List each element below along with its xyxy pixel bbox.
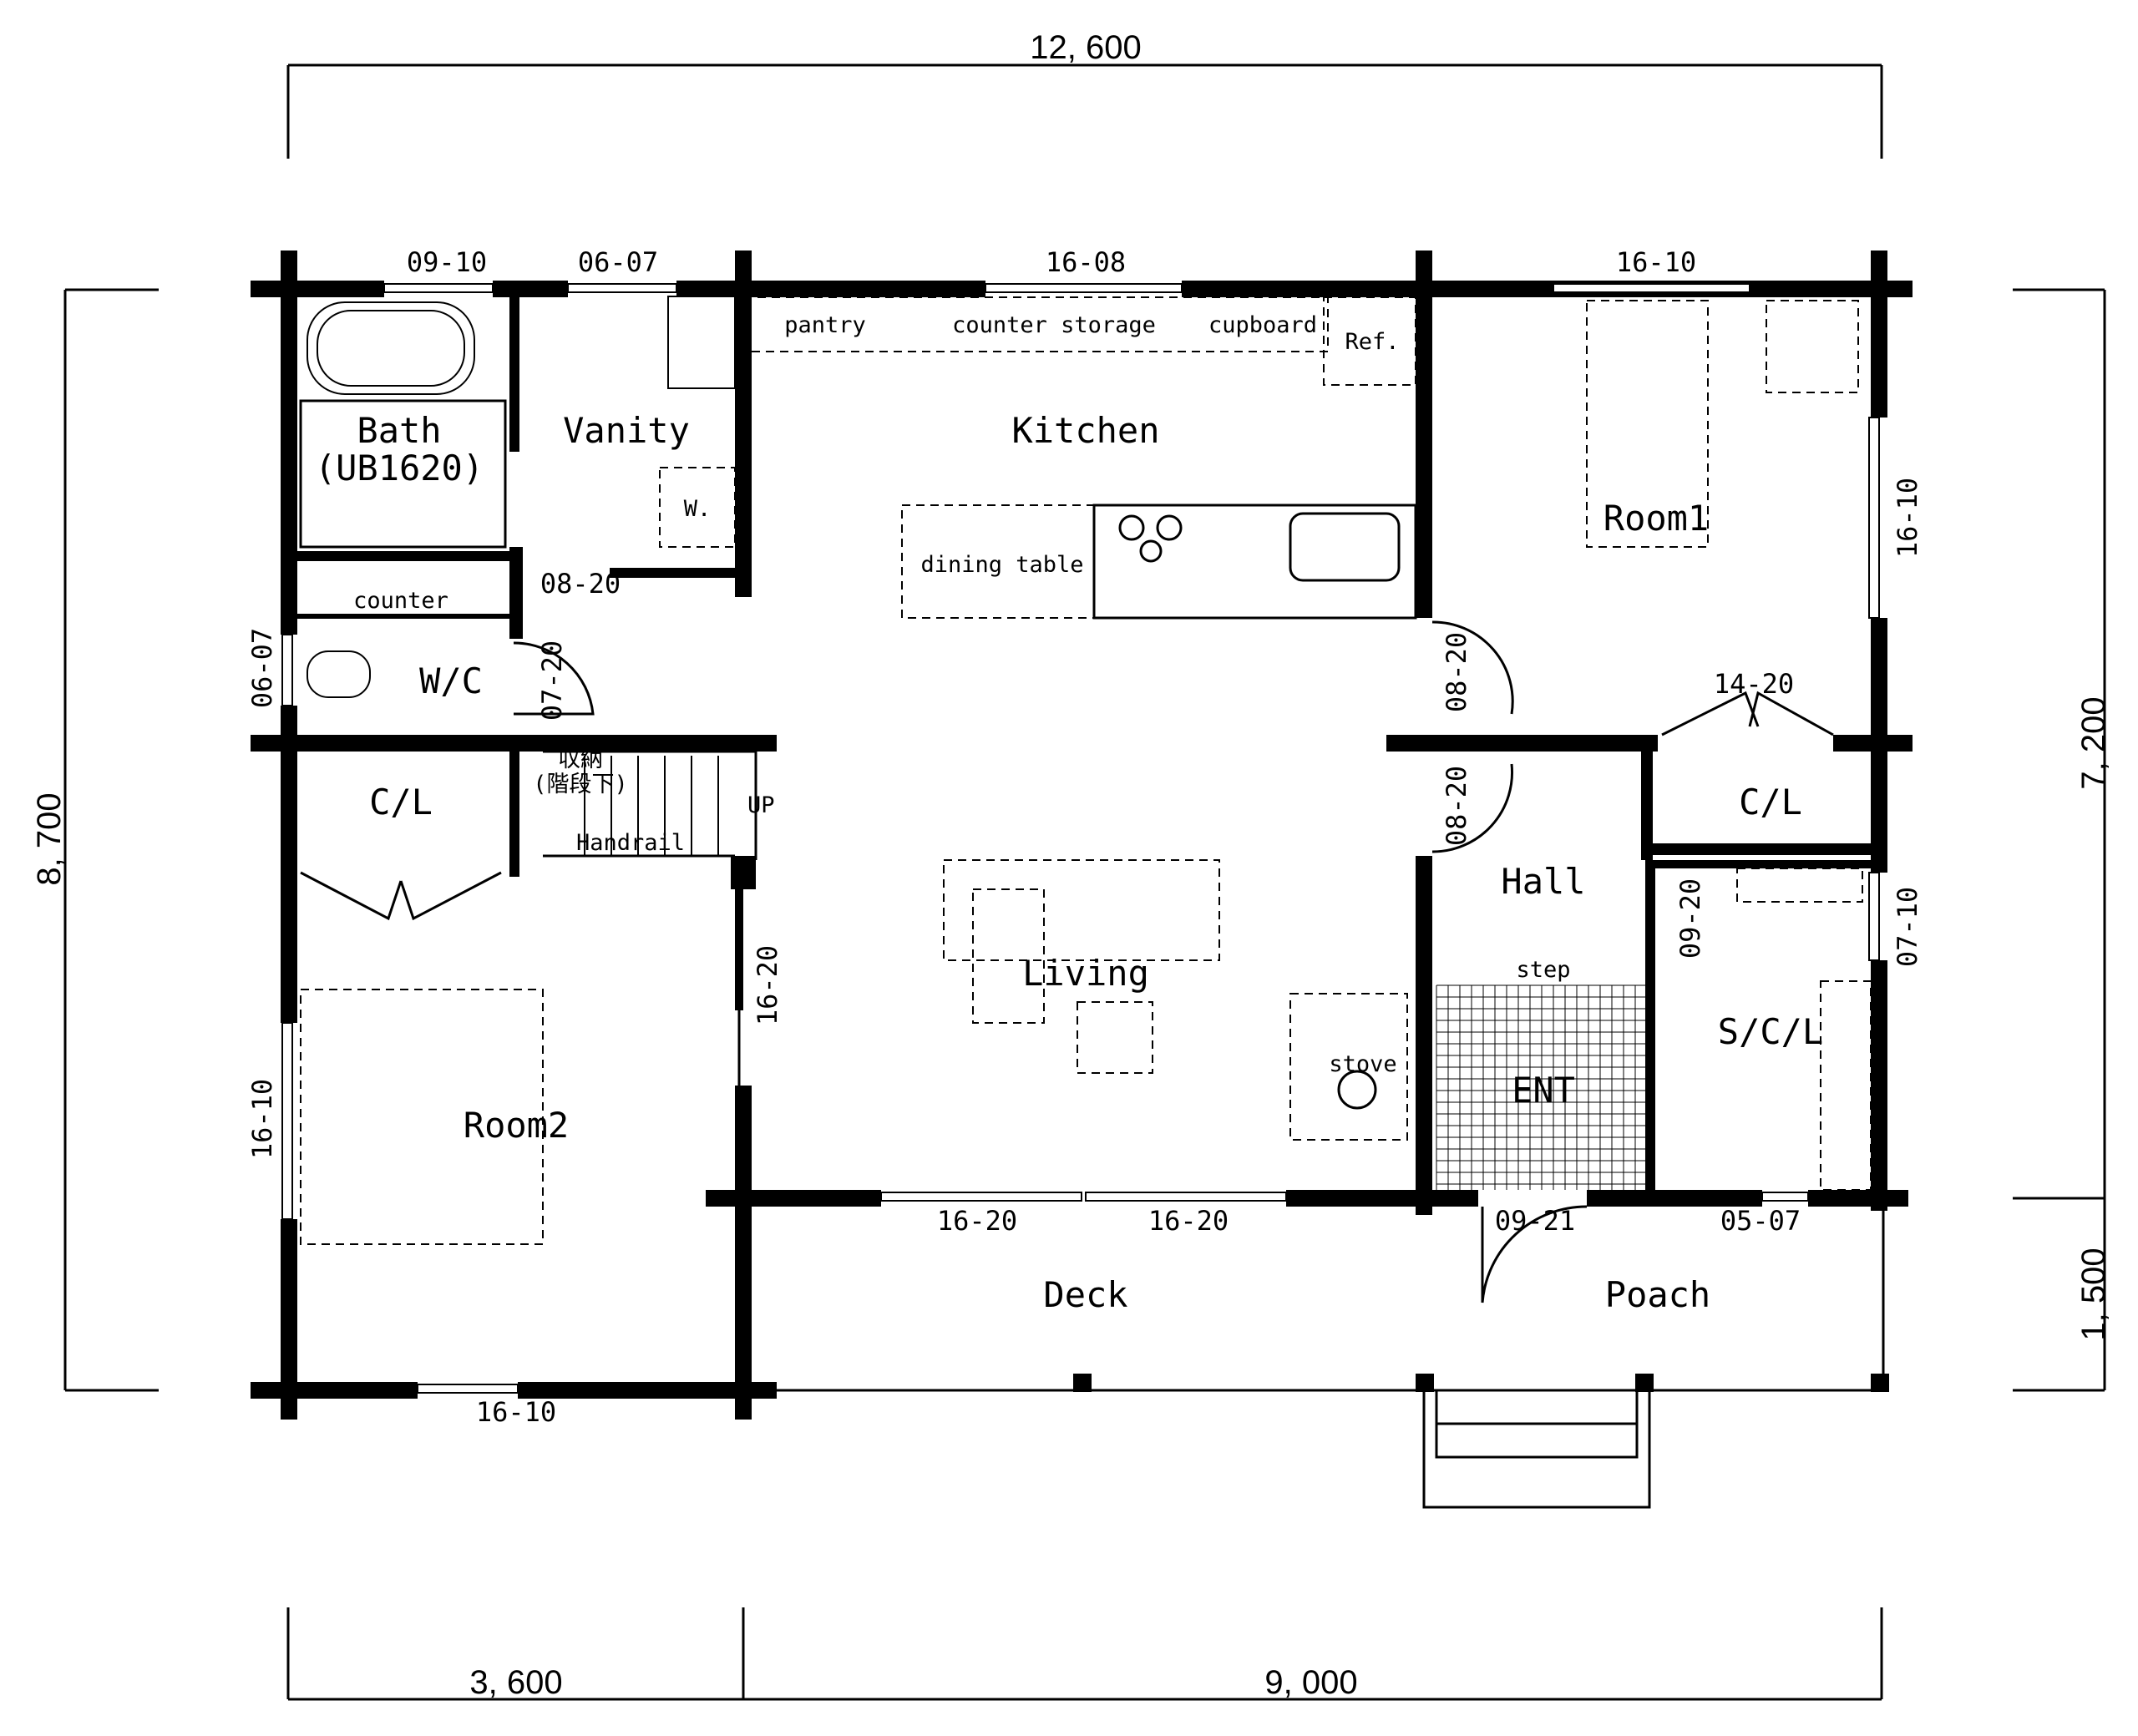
- deck-outline: [777, 1198, 1885, 1509]
- room-label-room1: Room1: [1604, 498, 1709, 539]
- room-label-scl: S/C/L: [1718, 1011, 1823, 1052]
- door-swings: [300, 620, 1834, 1303]
- room-label-vanity: Vanity: [563, 410, 690, 451]
- opening-w-room1-top: 16-10: [1616, 246, 1696, 278]
- label-storage-jp-sub: (階段下): [533, 772, 628, 797]
- dimension-lines: [63, 63, 2106, 1701]
- label-dining-table: dining table: [920, 552, 1083, 578]
- room-label-ent: ENT: [1512, 1070, 1575, 1111]
- opening-w-deck-2: 16-20: [1148, 1205, 1229, 1237]
- dim-top-total: 12, 600: [1030, 29, 1141, 66]
- opening-w-wc: 06-07: [246, 628, 278, 708]
- opening-w-kitchen: 16-08: [1046, 246, 1126, 278]
- dim-bottom-left: 3, 600: [469, 1664, 562, 1701]
- label-pantry: pantry: [784, 312, 866, 338]
- label-washer: W.: [684, 496, 712, 522]
- label-counter: counter: [353, 588, 448, 614]
- opening-d-hall: 08-20: [1441, 766, 1472, 846]
- room-label-room2: Room2: [464, 1105, 569, 1146]
- opening-w-scl-right: 07-10: [1892, 887, 1923, 967]
- room-label-living: Living: [1022, 953, 1149, 994]
- label-handrail: Handrail: [576, 830, 685, 856]
- label-stove: stove: [1329, 1051, 1396, 1077]
- opening-d-cl-right: 14-20: [1714, 668, 1794, 700]
- walls: [251, 251, 1913, 1420]
- dim-bottom-right: 9, 000: [1264, 1664, 1357, 1701]
- opening-w-deck-1: 16-20: [937, 1205, 1017, 1237]
- opening-d-entry: 09-21: [1495, 1205, 1575, 1237]
- room-label-poach: Poach: [1605, 1274, 1710, 1315]
- opening-w-bath: 09-10: [407, 246, 487, 278]
- label-cupboard: cupboard: [1208, 312, 1317, 338]
- opening-w-room2-bottom: 16-10: [476, 1396, 556, 1428]
- dim-right-main: 7, 200: [2075, 696, 2112, 789]
- opening-w-room1-right: 16-10: [1892, 478, 1923, 558]
- opening-d-living-room2: 16-20: [752, 945, 783, 1025]
- label-storage-jp: 収納: [558, 747, 603, 772]
- opening-w-scl-bottom: 05-07: [1720, 1205, 1801, 1237]
- opening-d-wc: 07-20: [536, 640, 568, 721]
- opening-d-scl: 09-20: [1674, 878, 1706, 959]
- room-label-deck: Deck: [1043, 1274, 1127, 1315]
- label-up: UP: [747, 792, 775, 818]
- label-step: step: [1516, 957, 1570, 983]
- opening-w-vanity: 06-07: [578, 246, 658, 278]
- room-label-cl-left: C/L: [369, 782, 433, 822]
- opening-d-vanity: 08-20: [540, 568, 621, 600]
- room-label-bath-model: (UB1620): [315, 448, 484, 488]
- room-label-kitchen: Kitchen: [1011, 410, 1159, 451]
- stair-treads: [584, 756, 719, 856]
- room-label-hall: Hall: [1501, 861, 1585, 902]
- room-label-wc: W/C: [419, 660, 483, 701]
- window-frames: [281, 283, 1880, 1394]
- columns: [1073, 1374, 1889, 1392]
- dim-right-deck: 1, 500: [2075, 1248, 2112, 1340]
- room-label-cl-right: C/L: [1739, 782, 1802, 822]
- opening-d-kitchen: 08-20: [1441, 632, 1472, 712]
- opening-w-room2-left: 16-10: [246, 1079, 278, 1159]
- label-counter-storage: counter storage: [952, 312, 1156, 338]
- fixtures-drawing: [299, 296, 1872, 1245]
- label-ref: Ref.: [1345, 329, 1399, 355]
- entrance-tile-grid: [1436, 984, 1645, 1190]
- room-label-bath: Bath: [357, 410, 441, 451]
- dim-left-total: 8, 700: [31, 792, 68, 885]
